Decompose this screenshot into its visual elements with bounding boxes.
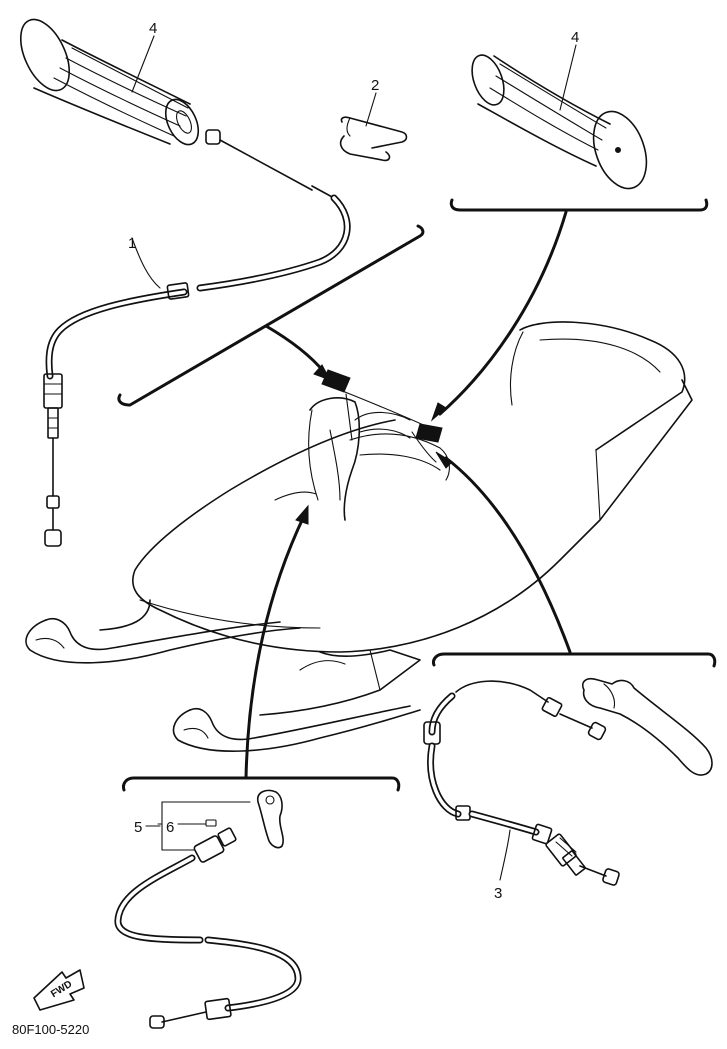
diagram-code: 80F100-5220 bbox=[12, 1022, 89, 1037]
ski-front bbox=[25, 617, 301, 664]
callout-brake-cable: 3 bbox=[494, 885, 502, 902]
brake-lever bbox=[582, 677, 713, 776]
callout-part-5: 5 bbox=[134, 819, 142, 836]
leader-grip-right bbox=[559, 44, 577, 111]
clip bbox=[339, 116, 408, 162]
ski-rear bbox=[172, 705, 421, 752]
grip-right bbox=[471, 54, 648, 190]
callout-clip: 2 bbox=[371, 77, 379, 94]
brake-cable bbox=[423, 680, 620, 886]
callout-part-6: 6 bbox=[166, 819, 174, 836]
callout-grip-right: 4 bbox=[571, 29, 579, 46]
throttle-lever bbox=[256, 789, 284, 849]
fwd-arrow-icon: FWD bbox=[33, 969, 85, 1011]
leader-grip-left bbox=[131, 35, 155, 93]
callout-grip-left: 4 bbox=[149, 20, 157, 37]
bracket-5-6 bbox=[157, 801, 251, 851]
callout-throttle-cable: 1 bbox=[128, 235, 136, 252]
snowmobile-outline bbox=[99, 321, 693, 716]
frame-lines bbox=[117, 198, 717, 792]
throttle-cable bbox=[43, 129, 351, 547]
leader-clip bbox=[365, 92, 377, 127]
fwd-label: FWD bbox=[49, 979, 74, 1000]
throttle-cable-lower bbox=[114, 827, 302, 1029]
leader-arrows bbox=[244, 210, 572, 780]
grip-left bbox=[19, 18, 200, 146]
handlebar-on-machine bbox=[321, 369, 443, 463]
